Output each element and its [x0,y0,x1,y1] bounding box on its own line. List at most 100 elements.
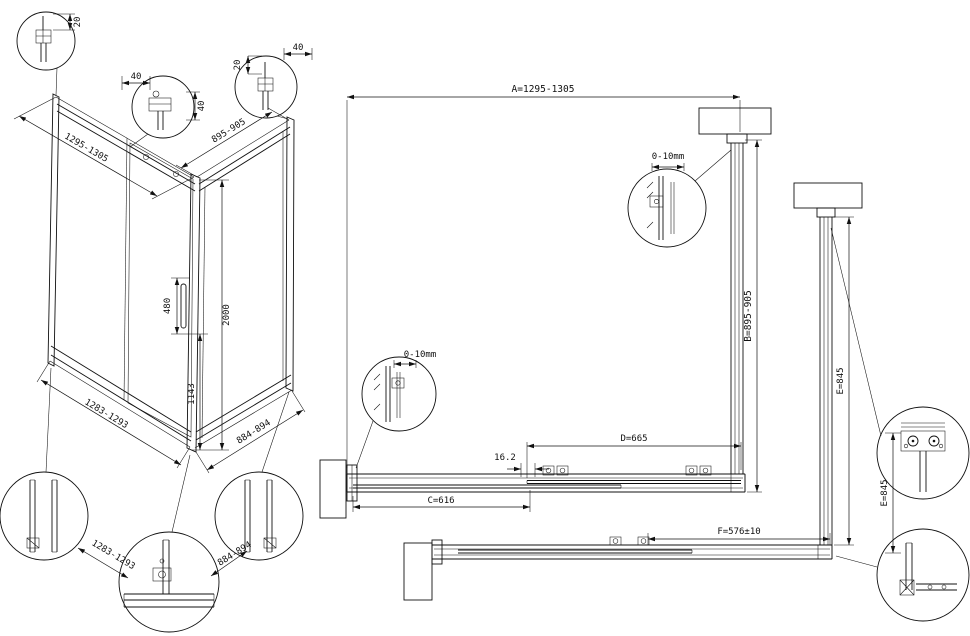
plan-roller-detail [830,227,970,500]
roller-bracket [609,536,622,546]
iso-door-handle [180,283,187,329]
dim-iso-depth-top: 895-905 [210,117,248,145]
plan-dim-f: F=576±10 [647,527,831,545]
detail-circle-bottom-rail [118,531,220,633]
plan-adjust-top: 0-10mm [627,149,732,248]
dim-detail2-40h: 40 [131,72,142,82]
iso-dim-width-top: 1295-1305 [13,96,195,200]
roller-bracket [542,465,555,476]
dim-iso-handle: 480 [163,298,173,314]
section-dims: 1283-1293 884-894 [77,538,254,579]
dim-iso-width-top: 1295-1305 [62,132,109,165]
screw-icon [395,380,401,386]
label-adjust-left: 0-10mm [404,350,437,360]
dim-plan-overlap: 16.2 [494,453,516,463]
iso-dim-depth-top: 895-905 [175,107,290,178]
wall-profile [816,207,836,218]
roller-icon [907,435,919,447]
roller-icon [152,90,160,98]
iso-dim-depth-bottom: 884-894 [195,390,306,474]
detail-circle-3 [234,55,298,119]
iso-sliding-door [127,142,194,438]
roller-icon [173,171,179,177]
guide-wheel-icon [158,570,166,579]
iso-left-post [47,93,60,367]
corner-profile [899,579,915,596]
dim-iso-width-bottom: 1283-1293 [83,397,130,431]
iso-right-post [285,116,295,392]
detail-circle-glass-left [0,471,89,561]
screw-icon [927,584,933,590]
axle-icon [932,439,936,443]
wall-brick-side [793,182,863,209]
roller-icon [559,467,566,474]
screw-icon [941,584,947,590]
plan-dim-overlap: 16.2 [494,453,549,477]
screw-icon [654,199,659,204]
wall-brick-top [698,107,772,135]
roller-bracket [699,465,712,476]
wall-brick-left [319,459,347,519]
plan-return-panel [698,107,772,474]
plan-dim-a: A=1295-1305 [346,84,741,468]
axle-icon [911,439,915,443]
dim-plan-b: B=895-905 [743,290,754,341]
roller-bracket [685,465,698,476]
dim-detail3-20: 20 [233,60,243,71]
dim-section-right: 884-894 [216,540,253,569]
screw-icon [159,558,165,564]
profile-detail-3: 20 40 [233,43,313,120]
dim-plan-e-detail: E=845 [880,479,890,506]
roller-icon [928,435,940,447]
corner-block [817,544,833,560]
dim-plan-a: A=1295-1305 [512,84,575,95]
plan-side-assembly [403,182,863,601]
iso-return-panel [194,119,293,449]
dim-plan-e-panel: E=845 [836,367,846,394]
screw-icon [938,443,944,449]
detail-circle-adjust-top [627,168,707,248]
plan-dim-d: D=665 [526,434,742,478]
dim-plan-f: F=576±10 [717,527,760,537]
dim-detail1-20: 20 [73,17,83,28]
plan-dim-e-detail: E=845 [880,432,901,554]
roller-icon [640,538,647,544]
roller-icon [612,538,619,544]
dim-detail3-40: 40 [293,43,304,53]
roller-bracket [556,465,569,476]
plan-adjust-left: 0-10mm [355,350,437,469]
iso-view: 1295-1305 895-905 480 1143 2000 1283-129… [13,93,306,474]
dim-iso-handle-center: 1143 [187,383,197,405]
plan-view: A=1295-1305 B=895-905 E=845 D=665 C=616 … [319,84,970,622]
iso-front-panel [49,96,196,448]
wall-brick-bottom [403,542,433,601]
dim-detail2-40v: 40 [197,101,207,112]
detail-circle-corner [876,528,970,622]
plan-front-track [319,459,746,519]
profile-detail-2: 40 40 [121,72,207,148]
section-detail-bottom [118,454,220,633]
profile-detail-1: 20 [16,11,83,96]
section-detail-left [0,367,89,561]
roller-icon [688,467,695,474]
screw-icon [903,443,909,449]
detail-circle-1 [16,11,76,71]
roller-icon [702,467,709,474]
roller-icon [545,467,552,474]
iso-dim-width-bottom: 1283-1293 [36,360,191,469]
detail-circle-glass-right [214,471,304,561]
dim-section-left: 1283-1293 [90,538,137,572]
roller-bracket [637,536,650,546]
iso-middle-post [186,173,201,453]
detail-circle-roller [876,406,970,500]
label-adjust-top: 0-10mm [652,152,685,162]
detail-circle-adjust-left [361,356,437,432]
dim-plan-c: C=616 [427,496,454,506]
wall-profile [431,539,443,565]
plan-corner-detail [835,528,970,622]
plan-dim-e-panel: E=845 [834,216,854,546]
dim-iso-total-height: 2000 [222,304,232,326]
wall-profile [726,133,748,144]
